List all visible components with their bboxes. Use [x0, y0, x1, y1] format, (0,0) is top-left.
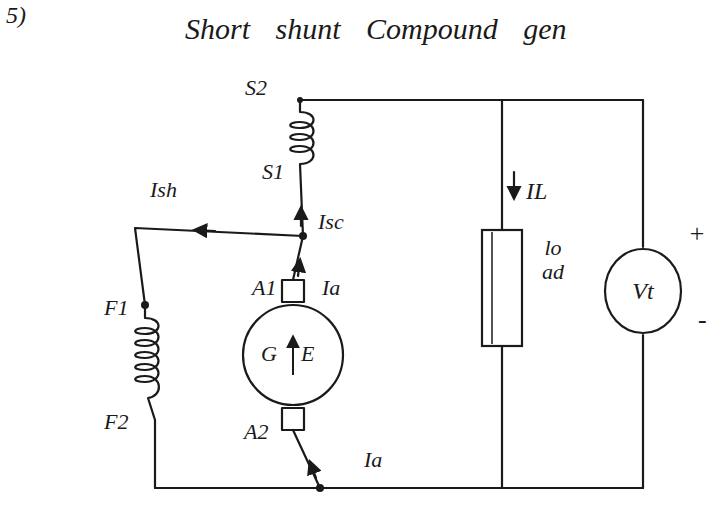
armature-bottom-lead	[293, 430, 320, 488]
circuit-label: Isc	[318, 210, 344, 234]
junction-dot	[316, 484, 324, 492]
circuit-label: A2	[244, 420, 268, 444]
circuit-label: A1	[252, 276, 276, 300]
load-top-lead	[501, 100, 503, 230]
circuit-label: 5)	[6, 2, 26, 28]
circuit-label: IL	[526, 178, 547, 204]
circuit-label: F1	[104, 296, 128, 320]
il-arrow	[513, 172, 515, 198]
series-field-coil	[290, 100, 313, 236]
node-text: E	[301, 342, 314, 366]
load-inner-line	[491, 232, 493, 344]
load-bottom-lead	[501, 346, 503, 488]
voltmeter-circle: Vt	[603, 247, 683, 335]
circuit-label: S2	[245, 76, 267, 100]
armature-outline	[243, 305, 343, 405]
isc-arrow	[300, 208, 302, 226]
circuit-label: S1	[262, 160, 284, 184]
vt-top-lead	[642, 100, 644, 247]
ia-arrow	[310, 462, 316, 478]
armature-top-lead	[293, 236, 303, 280]
load-box	[482, 230, 522, 346]
circuit-label: +	[688, 220, 706, 249]
circuit-label: Ish	[150, 178, 177, 202]
node-text: load	[542, 236, 564, 284]
top-wire	[300, 99, 643, 101]
armature-circle-outline	[241, 303, 345, 407]
node-text: G	[261, 342, 277, 366]
diagram-title: Short shunt Compound gen	[185, 12, 567, 45]
armature-circle: GE	[241, 303, 345, 407]
bottom-wire	[155, 487, 643, 489]
junction-dot	[299, 232, 307, 240]
circuit-label: Ia	[322, 276, 340, 300]
shunt-field-coil	[135, 305, 159, 488]
emf-arrow	[292, 337, 294, 375]
circuit-label: F2	[104, 410, 128, 434]
vt-bottom-lead	[642, 335, 644, 488]
circuit-label: -	[698, 306, 707, 335]
ish-arrow	[195, 230, 215, 231]
shunt-wire	[135, 228, 303, 305]
brush-a1	[282, 280, 304, 302]
junction-dot	[141, 301, 149, 309]
load-resistor: load	[480, 228, 572, 348]
ia-arrow	[298, 260, 300, 276]
node-text: Vt	[632, 278, 653, 304]
voltmeter-outline	[605, 249, 681, 333]
junction-dot	[297, 97, 303, 103]
brush-a2	[282, 408, 304, 430]
circuit-label: Ia	[364, 448, 382, 472]
